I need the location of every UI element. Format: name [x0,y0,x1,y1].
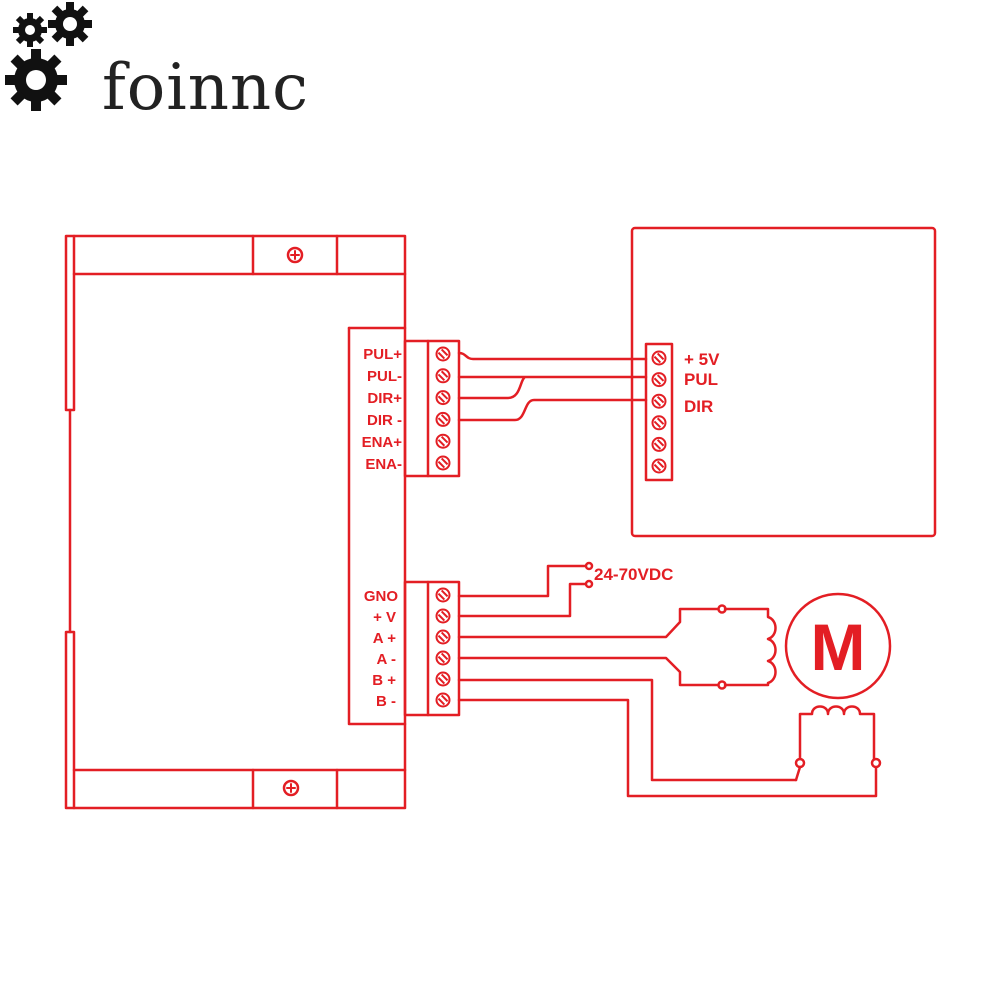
power-terminal-screws [435,587,451,708]
terminal-label-pul-minus: PUL- [367,368,402,385]
motor-label: M [811,610,866,684]
terminal-screw-icon [435,411,451,427]
mount-screw-top-icon [286,246,304,264]
signal-terminal-block [403,339,461,478]
power-supply-wires [457,561,594,618]
terminal-screw-icon [435,608,451,624]
terminal-screw-icon [651,350,667,366]
terminal-screw-slot [653,352,665,364]
terminal-screw-slot [653,395,665,407]
terminal-label-v-plus: + V [373,609,396,626]
terminal-screw-icon [651,436,667,452]
coil-a-wires [457,604,777,690]
power-terminal-block [403,580,461,717]
terminal-screw-slot [437,435,449,447]
terminal-screw-slot [437,631,449,643]
controller-terminal-screws [651,350,667,474]
terminal-screw-slot [437,392,449,403]
mount-screw-bottom-icon [282,779,300,797]
terminal-screw-slot [437,694,449,706]
terminal-screw-slot [437,589,449,601]
terminal-label-b-plus: B + [372,672,396,689]
terminal-label-b-minus: B - [376,693,396,710]
terminal-label-pul-plus: PUL+ [363,346,402,363]
terminal-screw-icon [435,629,451,645]
gear-logo-icon [5,2,92,111]
terminal-screw-icon [435,433,451,449]
terminal-label-ena-minus: ENA- [365,456,402,473]
terminal-screw-slot [437,457,449,469]
terminal-screw-slot [437,414,449,425]
terminal-screw-icon [651,458,667,474]
terminal-screw-icon [651,372,667,388]
driver-housing [64,234,407,810]
terminal-screw-slot [653,417,665,429]
signal-wires [457,351,648,422]
terminal-screw-icon [435,671,451,687]
terminal-screw-icon [435,390,451,406]
terminal-screw-slot [437,348,449,360]
terminal-label-dir-plus: DIR+ [367,390,402,407]
terminal-screw-slot [437,673,449,685]
terminal-screw-icon [435,692,451,708]
terminal-screw-slot [437,610,449,622]
controller-label-5v: + 5V [684,350,720,369]
controller-box [630,226,937,538]
power-supply-label: 24-70VDC [594,565,673,584]
controller-label-pul: PUL [684,370,718,389]
terminal-label-a-plus: A + [373,630,396,647]
terminal-screw-icon [435,346,451,362]
terminal-screw-icon [435,455,451,471]
terminal-screw-slot [437,652,449,664]
signal-terminal-screws [435,346,451,471]
motor-symbol [784,592,892,700]
controller-label-dir: DIR [684,397,713,416]
terminal-screw-slot [653,439,665,450]
terminal-screw-slot [653,460,665,472]
terminal-screw-icon [435,368,451,384]
terminal-label-a-minus: A - [377,651,396,668]
terminal-screw-icon [435,650,451,666]
terminal-screw-icon [435,587,451,603]
terminal-screw-slot [653,374,665,385]
brand-name: foinnc [102,51,309,125]
terminal-screw-icon [651,415,667,431]
terminal-label-ena-plus: ENA+ [362,434,403,451]
terminal-screw-icon [651,393,667,409]
coil-b-wires [457,678,882,798]
terminal-label-gnd: GNO [364,588,399,605]
terminal-screw-slot [437,370,449,382]
terminal-label-dir-minus: DIR - [367,412,402,429]
